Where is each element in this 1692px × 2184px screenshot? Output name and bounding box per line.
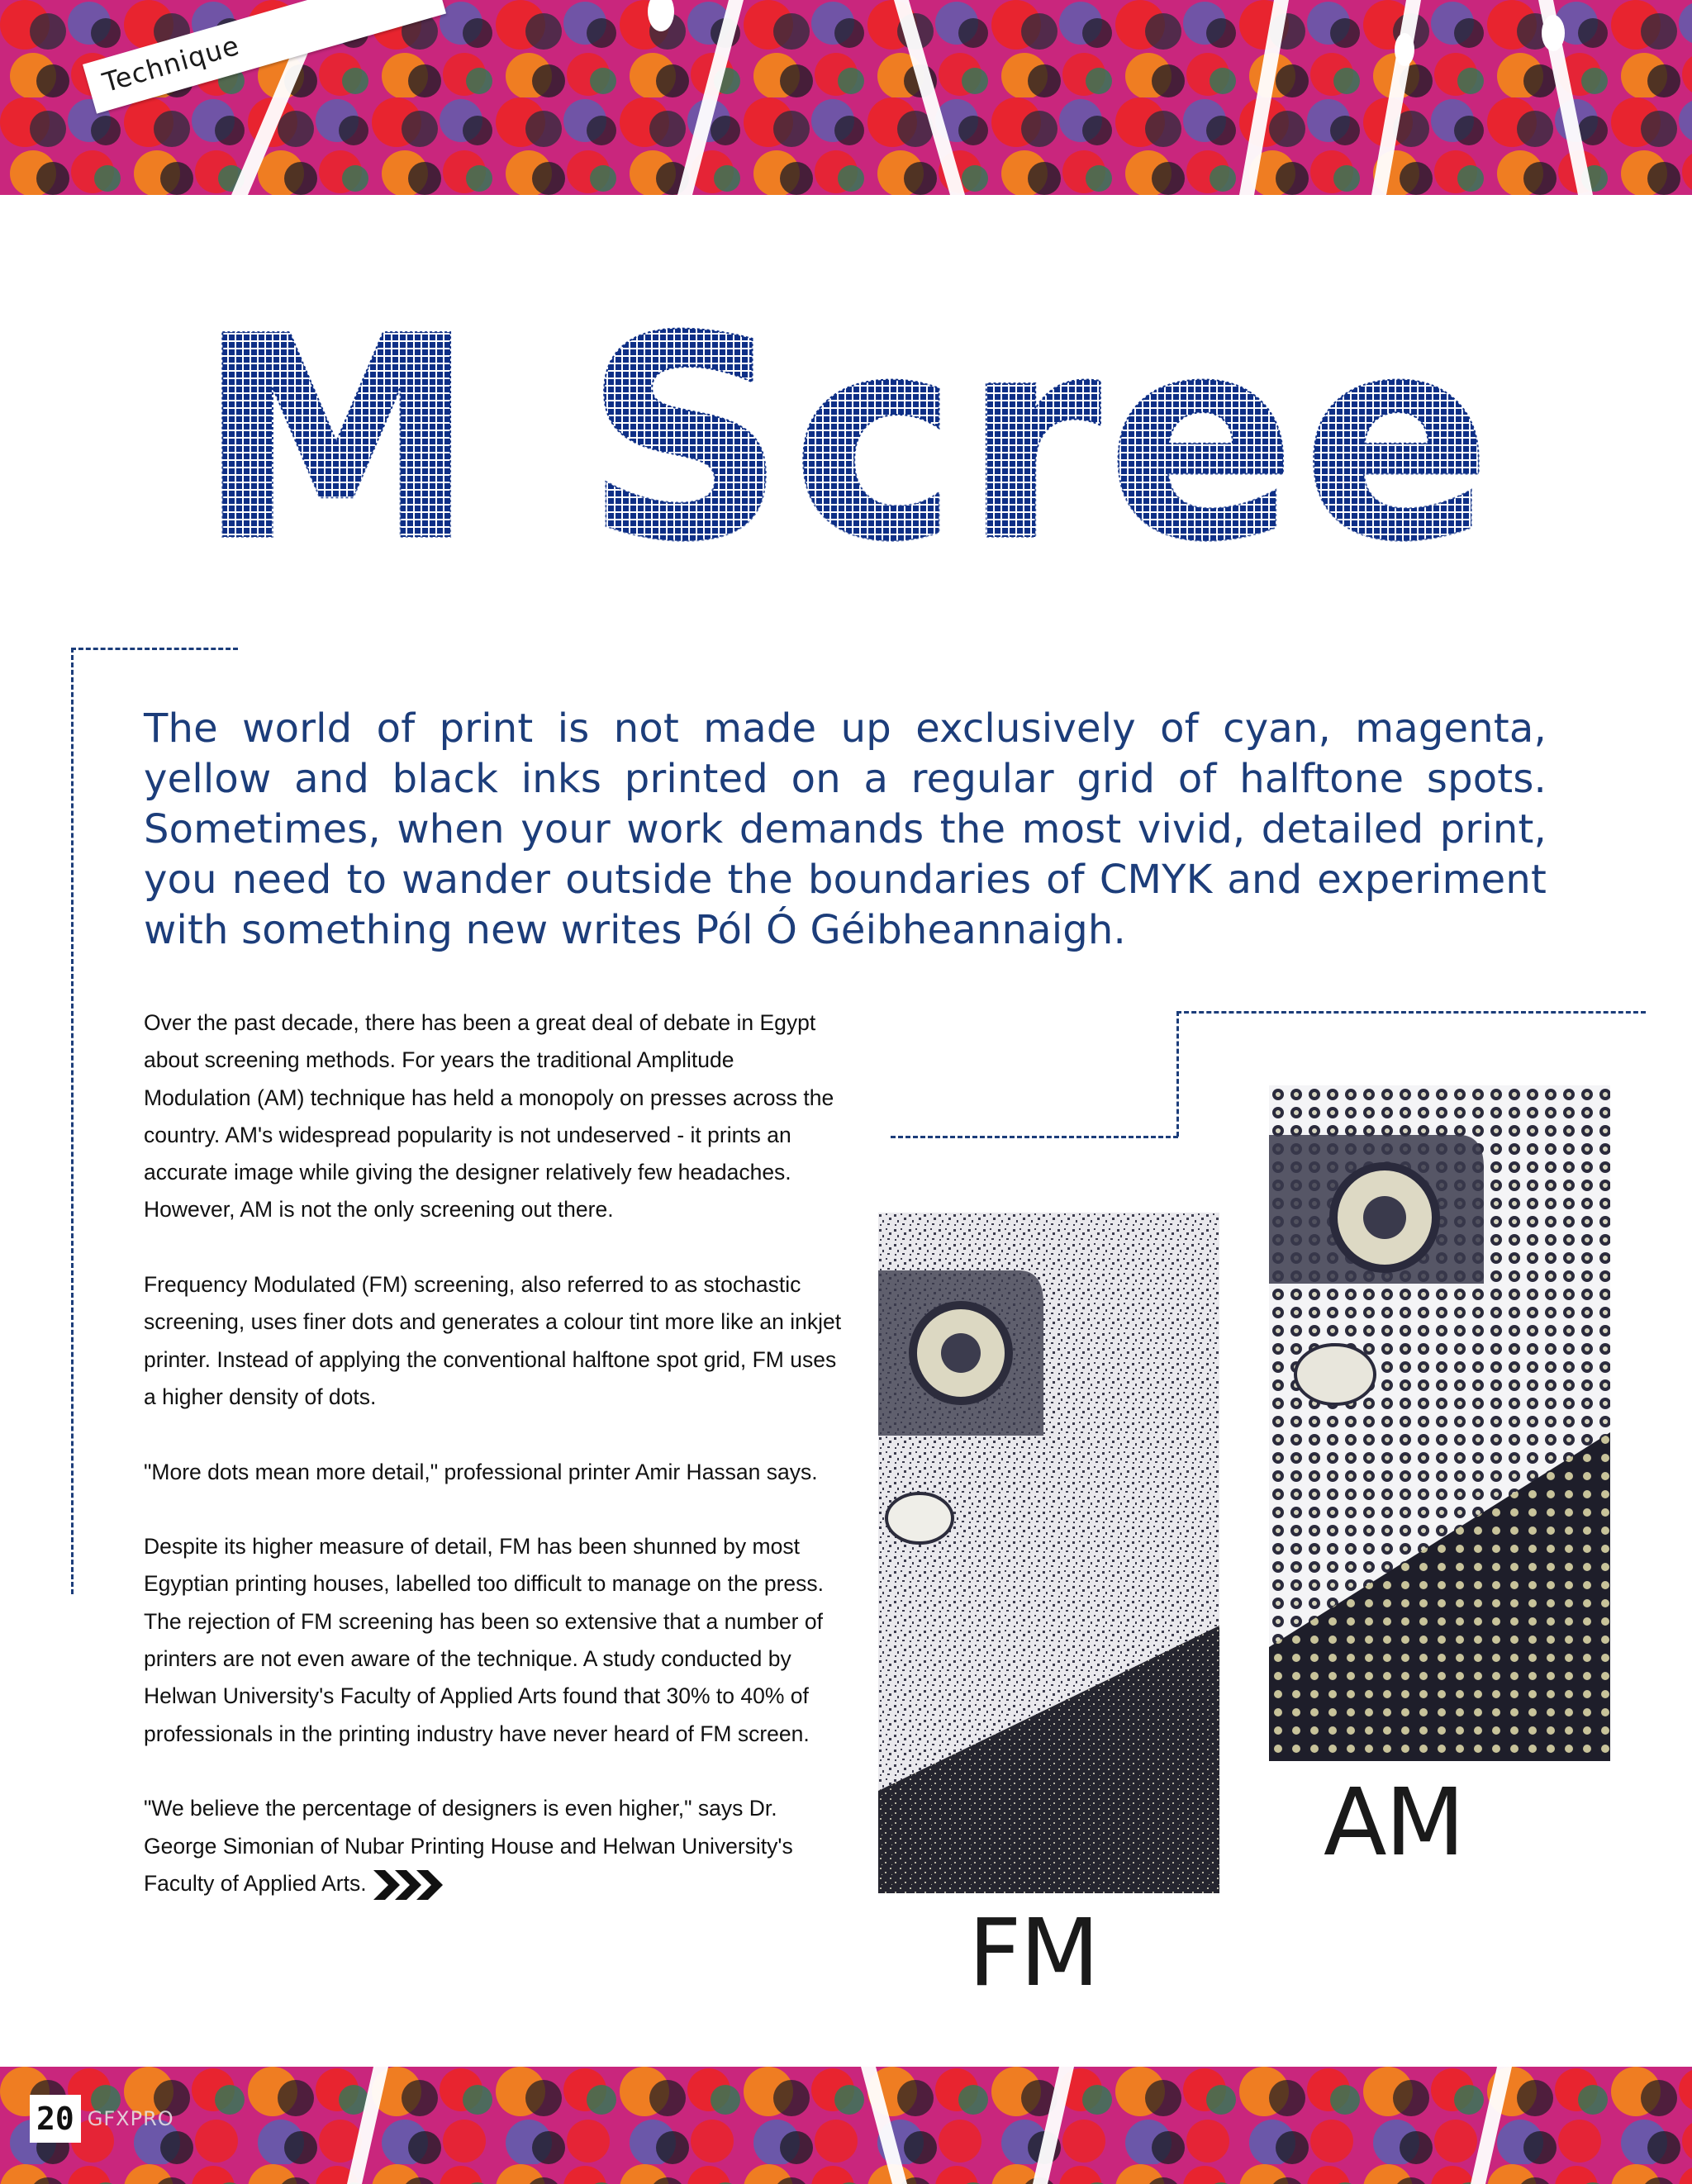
- dashed-rule: [71, 648, 238, 650]
- body-paragraph: "More dots mean more detail," profession…: [144, 1459, 818, 1484]
- standfirst: The world of print is not made up exclus…: [144, 705, 1547, 953]
- page-folio: 20 GFXPRO: [30, 2093, 174, 2144]
- body-paragraph: Frequency Modulated (FM) screening, also…: [144, 1272, 842, 1409]
- fm-screen-sample-image: [878, 1213, 1219, 1893]
- article-title-text: FM Screen: [198, 289, 1504, 562]
- magazine-brand-logo: GFXPRO: [87, 2107, 174, 2130]
- triple-chevron-right-icon: [373, 1869, 443, 1900]
- page-number: 20: [30, 2095, 81, 2143]
- dashed-rule: [71, 648, 74, 1594]
- dashed-rule: [1176, 1011, 1179, 1137]
- dashed-rule: [1176, 1011, 1646, 1014]
- article-body: Over the past decade, there has been a g…: [144, 1004, 846, 1902]
- body-paragraph-text: "We believe the percentage of designers …: [144, 1796, 793, 1896]
- fm-caption: FM: [968, 1900, 1100, 2007]
- article-title: FM Screen: [198, 289, 1504, 562]
- dashed-rule: [891, 1136, 1178, 1138]
- body-paragraph-last: "We believe the percentage of designers …: [144, 1790, 846, 1902]
- body-paragraph: Over the past decade, there has been a g…: [144, 1010, 834, 1223]
- am-caption: AM: [1324, 1769, 1465, 1877]
- body-paragraph: Despite its higher measure of detail, FM…: [144, 1534, 825, 1746]
- footer-pattern-banner: [0, 2067, 1692, 2184]
- am-screen-sample-image: [1269, 1085, 1610, 1761]
